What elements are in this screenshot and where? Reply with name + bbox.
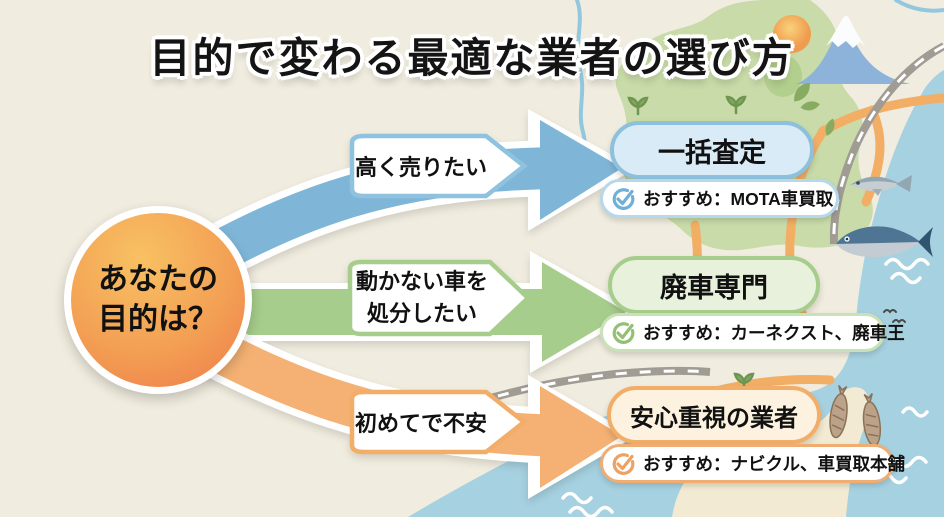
condition-label-first-time: 初めてで不安 (352, 392, 490, 452)
recommendation-text: おすすめ：ナビクル、車買取本舗 (643, 454, 905, 474)
condition-label-scrap: 動かない車を 処分したい (350, 262, 494, 334)
circle-check-icon (612, 453, 635, 475)
recommendation-badge-trust-focused: おすすめ：ナビクル、車買取本舗 (600, 444, 905, 483)
result-pill-bulk-assessment: 一括査定 (610, 121, 814, 179)
wave-icon (561, 257, 930, 517)
tuna-fish-icon (836, 226, 933, 258)
sprout-icon (627, 95, 755, 392)
page-title: 目的で変わる最適な業者の選び方 (149, 35, 795, 81)
recommendation-badge-bulk-assessment: おすすめ：MOTA車買取 (600, 179, 839, 218)
recommendation-text: おすすめ：MOTA車買取 (643, 189, 834, 209)
result-pill-scrap-specialist: 廃車専門 (608, 256, 820, 314)
mount-fuji-icon (796, 22, 910, 84)
condition-text: 高く売りたい (354, 155, 487, 180)
hill (764, 55, 802, 97)
result-pill-trust-focused: 安心重視の業者 (607, 386, 821, 444)
question-circle: あなたの 目的は？ (64, 206, 252, 394)
question-line-2: 目的は？ (98, 303, 218, 336)
recommendation-badge-scrap-specialist: おすすめ：カーネクスト、廃車王 (600, 313, 905, 352)
circle-check-icon (612, 322, 635, 344)
recommendation-text: おすすめ：カーネクスト、廃車王 (643, 323, 905, 343)
condition-box-sell-high (349, 133, 528, 199)
bird-icon (883, 309, 906, 324)
condition-text: 初めてで不安 (354, 411, 487, 436)
mount-fuji-snow (826, 16, 866, 48)
leaf-icon (794, 82, 835, 136)
circle-check-icon (612, 188, 635, 210)
sun-icon (773, 15, 811, 53)
question-line-1: あなたの (98, 262, 218, 296)
condition-text-line1: 動かない車を (355, 269, 488, 295)
condition-label-sell-high: 高く売りたい (352, 136, 490, 196)
condition-text-line2: 処分したい (366, 301, 477, 326)
condition-box-first-time (349, 389, 528, 455)
fish-icon (850, 175, 912, 196)
condition-box-scrap (347, 259, 532, 337)
